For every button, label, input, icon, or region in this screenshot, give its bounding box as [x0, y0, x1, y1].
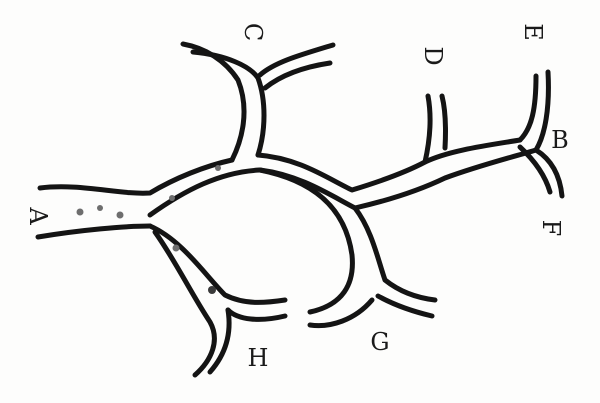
particle [215, 165, 221, 171]
particle [169, 195, 175, 201]
particle [208, 286, 216, 294]
branch-e-upper-wall [517, 73, 539, 143]
trunk-a-lower-wall [35, 223, 153, 240]
branch-h-walls [147, 223, 288, 378]
particle [172, 244, 180, 252]
label-c: C [239, 23, 267, 41]
particle [76, 208, 84, 216]
branch-c-walls [180, 41, 336, 163]
branch-b-walls [255, 69, 565, 211]
branch-g-tip-upper [307, 297, 375, 329]
branch-d-right-wall [439, 93, 449, 151]
label-f: F [537, 220, 565, 237]
label-d: D [419, 46, 447, 65]
particle [116, 211, 124, 219]
branch-g-inner-wall [352, 205, 438, 303]
trunk-a-walls [35, 157, 263, 240]
branch-e-lower-wall [533, 69, 551, 153]
branch-h-fork-inner [225, 307, 288, 322]
label-h: H [248, 344, 269, 372]
branch-h-lower-wall [152, 229, 217, 378]
branch-h-tip-wall [207, 307, 232, 375]
trunk-a-upper-wall [37, 157, 235, 196]
branch-split-inner-wall [147, 167, 263, 218]
label-b: B [551, 126, 569, 154]
branch-g-outer-wall [257, 167, 355, 315]
branch-d-left-wall [422, 93, 433, 165]
branch-b-lower-wall [257, 147, 539, 211]
label-g: G [370, 328, 389, 356]
branch-h-upper-wall [147, 223, 288, 305]
particles [76, 165, 221, 294]
branch-b-upper-wall [255, 137, 523, 193]
label-e: E [519, 23, 547, 41]
branch-c-right-wall [190, 49, 267, 158]
label-a: A [24, 206, 52, 225]
branch-g-walls [257, 167, 438, 329]
branch-c-left-wall [180, 41, 247, 163]
particle [97, 205, 103, 211]
branch-f-upper-wall [517, 144, 553, 195]
branch-c-fork-right [262, 60, 333, 91]
branch-c-fork-left [257, 42, 336, 78]
branch-f-lower-wall [533, 147, 565, 199]
labels: A C D E B F G H [24, 23, 569, 372]
branch-g-tip-lower [375, 293, 435, 319]
